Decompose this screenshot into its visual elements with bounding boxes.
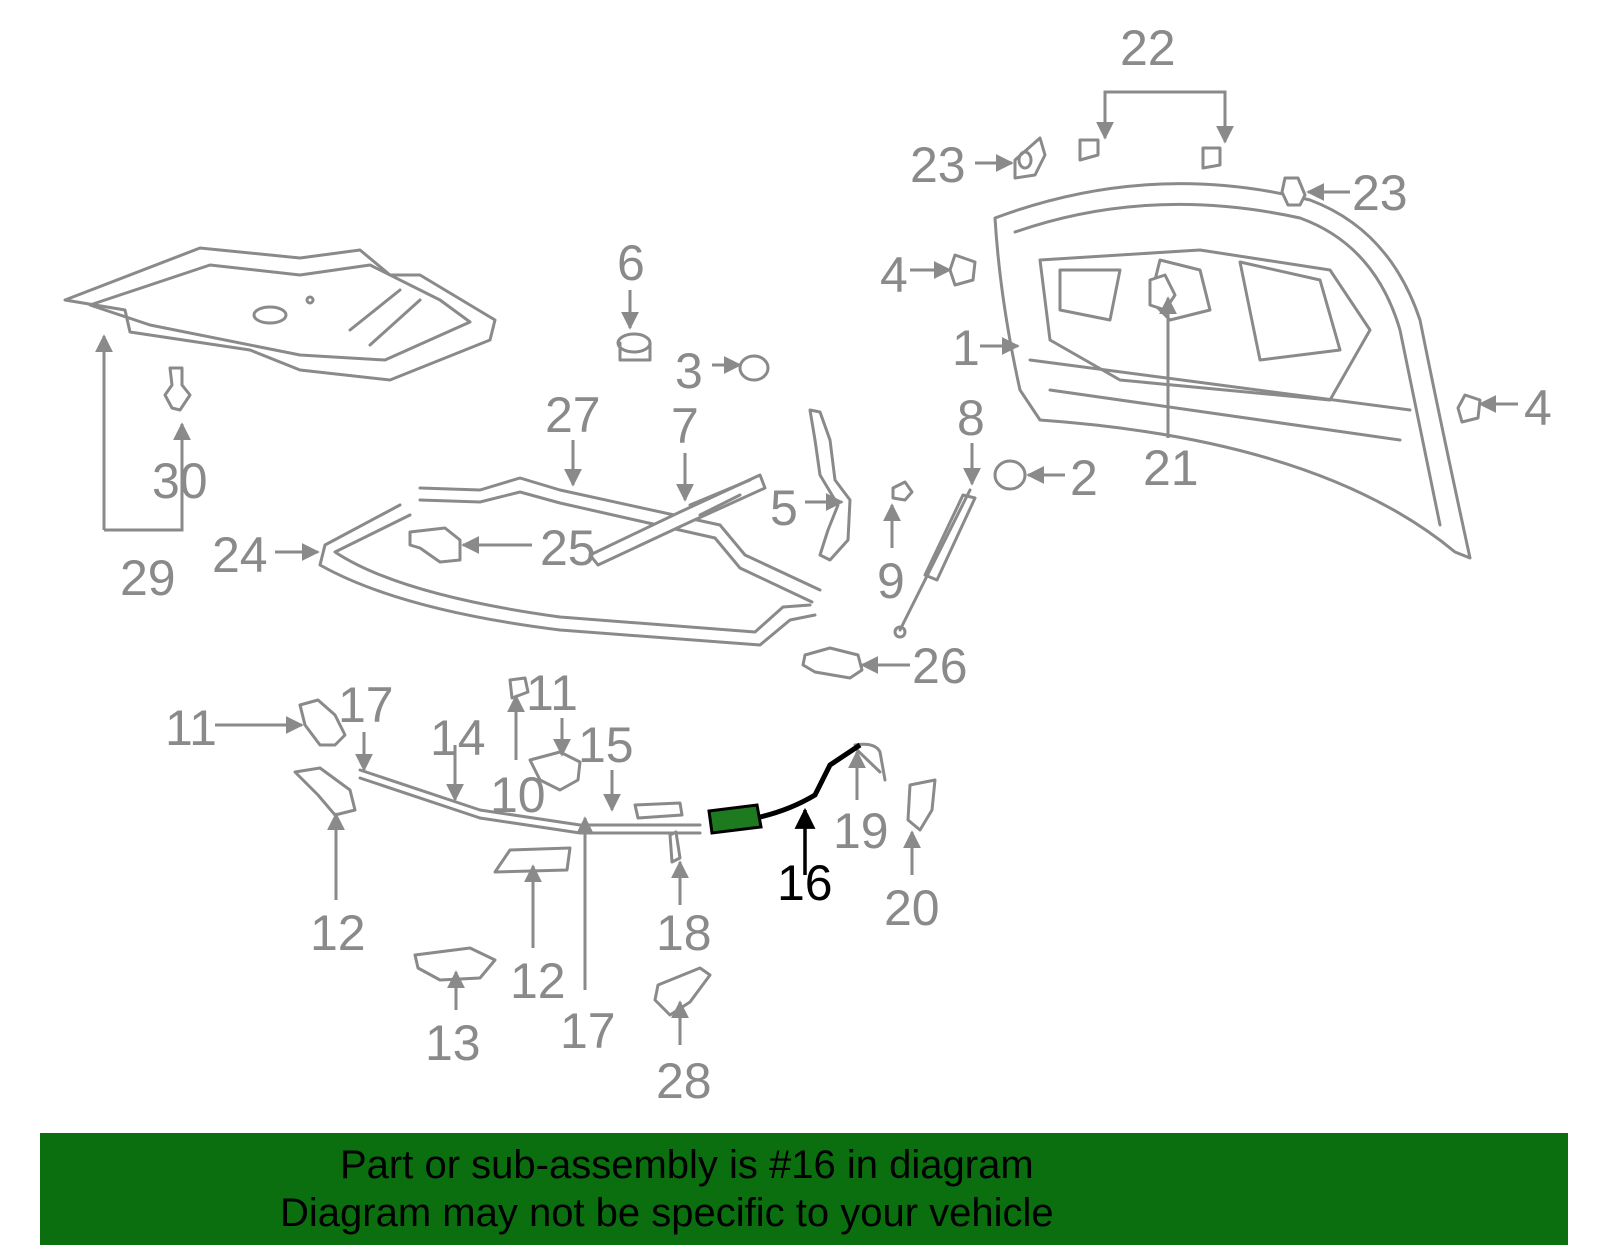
label-15: 15	[578, 717, 634, 773]
label-3: 3	[675, 343, 703, 399]
label-2: 2	[1070, 450, 1098, 506]
highlighted-part-16[interactable]	[707, 742, 862, 835]
gas-strut	[893, 488, 977, 639]
label-8: 8	[957, 390, 985, 446]
label-12-center: 12	[510, 953, 566, 1009]
hood-panel	[993, 182, 1472, 560]
label-4-right: 4	[1524, 380, 1552, 436]
label-7: 7	[671, 398, 699, 454]
label-28: 28	[656, 1053, 712, 1109]
label-19: 19	[833, 803, 889, 859]
label-11-center: 11	[526, 665, 578, 721]
label-25: 25	[540, 520, 596, 576]
label-30: 30	[152, 453, 208, 509]
label-26: 26	[912, 638, 968, 694]
label-14: 14	[430, 710, 486, 766]
small-parts	[163, 136, 1482, 502]
label-12-left: 12	[310, 905, 366, 961]
label-29: 29	[120, 550, 176, 606]
label-23-right: 23	[1352, 165, 1408, 221]
label-17-bottom: 17	[560, 1003, 616, 1059]
label-4-left: 4	[880, 247, 908, 303]
label-11-left: 11	[165, 700, 217, 756]
label-16: 16	[777, 855, 833, 911]
hood-insulator	[63, 246, 497, 382]
brackets	[408, 526, 864, 680]
hood-hinge	[808, 408, 852, 562]
info-banner: Part or sub-assembly is #16 in diagram D…	[40, 1133, 1568, 1245]
label-10: 10	[490, 767, 546, 823]
leader-lines	[95, 90, 1518, 1045]
label-9: 9	[877, 553, 905, 609]
hood-seal	[318, 476, 822, 647]
hood-brace	[588, 473, 767, 567]
label-20: 20	[884, 880, 940, 936]
label-18: 18	[656, 905, 712, 961]
label-23-left: 23	[910, 137, 966, 193]
banner-line-1: Part or sub-assembly is #16 in diagram	[340, 1143, 1034, 1187]
banner-line-2: Diagram may not be specific to your vehi…	[280, 1191, 1054, 1235]
label-24: 24	[212, 527, 268, 583]
label-13: 13	[425, 1015, 481, 1071]
callout-labels: 1 2 3 4 4 5 6 7 8 9 10 11 11 12 12 13 14…	[120, 20, 1552, 1109]
label-17-top: 17	[338, 677, 394, 733]
label-5: 5	[770, 480, 798, 536]
release-cable	[293, 676, 937, 1017]
label-27: 27	[545, 387, 601, 443]
label-21: 21	[1143, 440, 1199, 496]
label-22: 22	[1120, 20, 1176, 76]
label-1: 1	[952, 320, 980, 376]
label-6: 6	[617, 235, 645, 291]
